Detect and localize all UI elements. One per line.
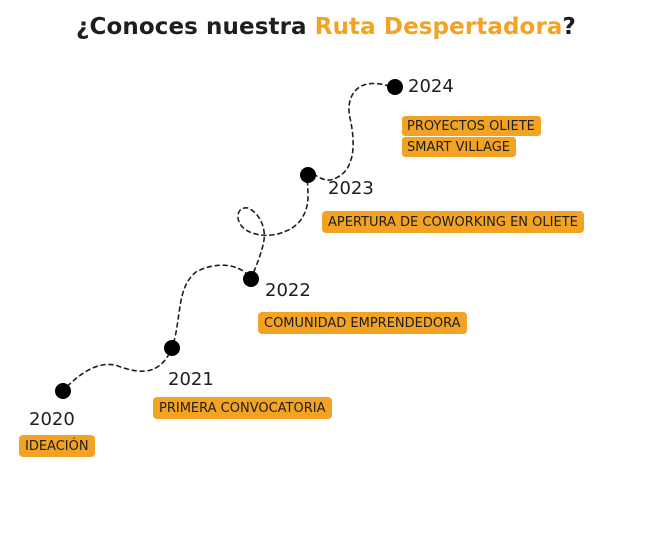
milestone-label-2021: PRIMERA CONVOCATORIA: [153, 397, 332, 419]
year-2023: 2023: [328, 178, 374, 199]
milestone-dot-2022: [243, 271, 259, 287]
milestone-label-2023: APERTURA DE COWORKING EN OLIETE: [322, 211, 584, 233]
year-2022: 2022: [265, 280, 311, 301]
milestone-dot-2024: [387, 79, 403, 95]
milestone-label-2024-line2: SMART VILLAGE: [402, 137, 516, 157]
milestone-dot-2023: [300, 167, 316, 183]
year-2021: 2021: [168, 369, 214, 390]
milestone-label-2024-line1: PROYECTOS OLIETE: [402, 116, 541, 136]
year-2024: 2024: [408, 76, 454, 97]
milestone-dot-2020: [55, 383, 71, 399]
page-title: ¿Conoces nuestra Ruta Despertadora?: [0, 14, 652, 40]
year-2020: 2020: [29, 409, 75, 430]
milestone-label-2022: COMUNIDAD EMPRENDEDORA: [258, 312, 467, 334]
title-prefix: ¿Conoces nuestra: [76, 14, 315, 40]
milestone-label-2020: IDEACIÓN: [19, 435, 95, 457]
milestone-dot-2021: [164, 340, 180, 356]
title-suffix: ?: [562, 14, 576, 40]
dashed-route-line: [61, 82, 395, 393]
title-highlight: Ruta Despertadora: [314, 14, 563, 40]
